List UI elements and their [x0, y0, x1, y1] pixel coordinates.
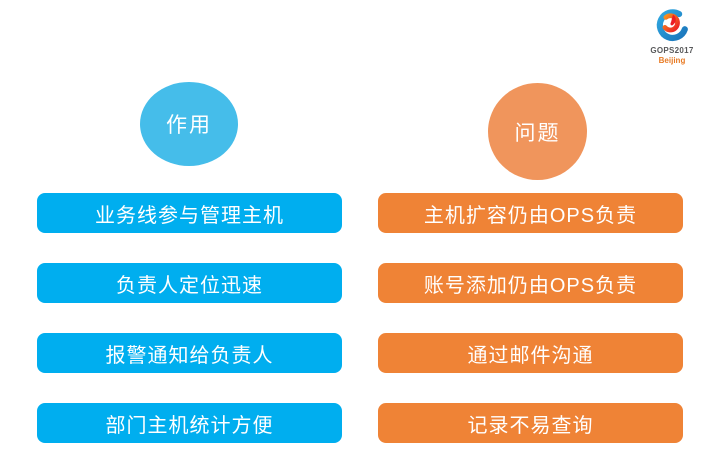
- left-item-4: 部门主机统计方便: [37, 403, 342, 443]
- left-item-1: 业务线参与管理主机: [37, 193, 342, 233]
- right-item-1: 主机扩容仍由OPS负责: [378, 193, 683, 233]
- right-item-4: 记录不易查询: [378, 403, 683, 443]
- right-item-2: 账号添加仍由OPS负责: [378, 263, 683, 303]
- left-item-2: 负责人定位迅速: [37, 263, 342, 303]
- logo-subtitle: Beijing: [658, 56, 686, 65]
- gops-logo: GOPS2017 Beijing: [641, 6, 703, 66]
- left-column-header-label: 作用: [166, 114, 212, 137]
- left-item-3: 报警通知给负责人: [37, 333, 342, 373]
- right-item-3: 通过邮件沟通: [378, 333, 683, 373]
- right-column-header-ellipse: 问题: [488, 83, 587, 180]
- right-column-header-label: 问题: [514, 121, 561, 145]
- gops-swirl-icon: [656, 9, 688, 42]
- logo-title: GOPS2017: [650, 46, 694, 55]
- left-column-header-ellipse: 作用: [140, 82, 238, 166]
